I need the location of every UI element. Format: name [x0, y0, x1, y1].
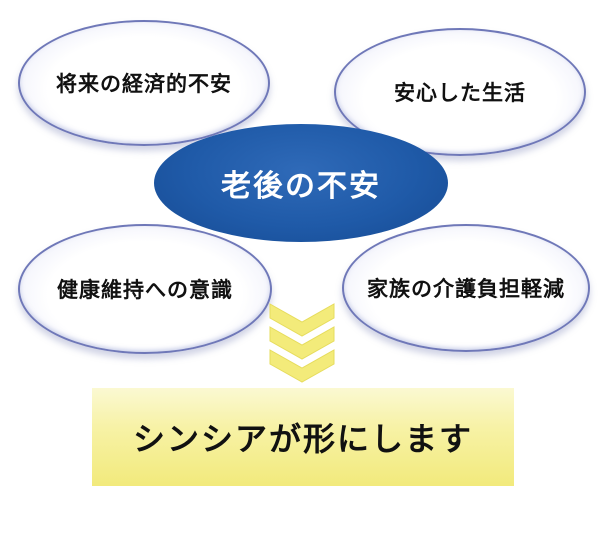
concern-label: 健康維持への意識 — [57, 277, 233, 302]
concern-bubble-family-care: 家族の介護負担軽減 — [342, 224, 590, 352]
concern-bubble-health: 健康維持への意識 — [18, 224, 272, 354]
conclusion-label: シンシアが形にします — [132, 420, 473, 458]
concern-bubble-economic: 将来の経済的不安 — [18, 20, 270, 146]
central-topic-label: 老後の不安 — [221, 169, 381, 204]
conclusion-banner: シンシアが形にします — [92, 388, 514, 486]
concern-label: 家族の介護負担軽減 — [367, 276, 565, 301]
chevron-1 — [269, 303, 335, 337]
concern-label: 将来の経済的不安 — [56, 71, 232, 96]
chevron-3 — [269, 349, 335, 383]
central-topic-ellipse: 老後の不安 — [154, 124, 448, 242]
concern-label: 安心した生活 — [394, 80, 526, 105]
triple-chevron-down-icon — [269, 303, 335, 383]
chevron-2 — [269, 326, 335, 360]
